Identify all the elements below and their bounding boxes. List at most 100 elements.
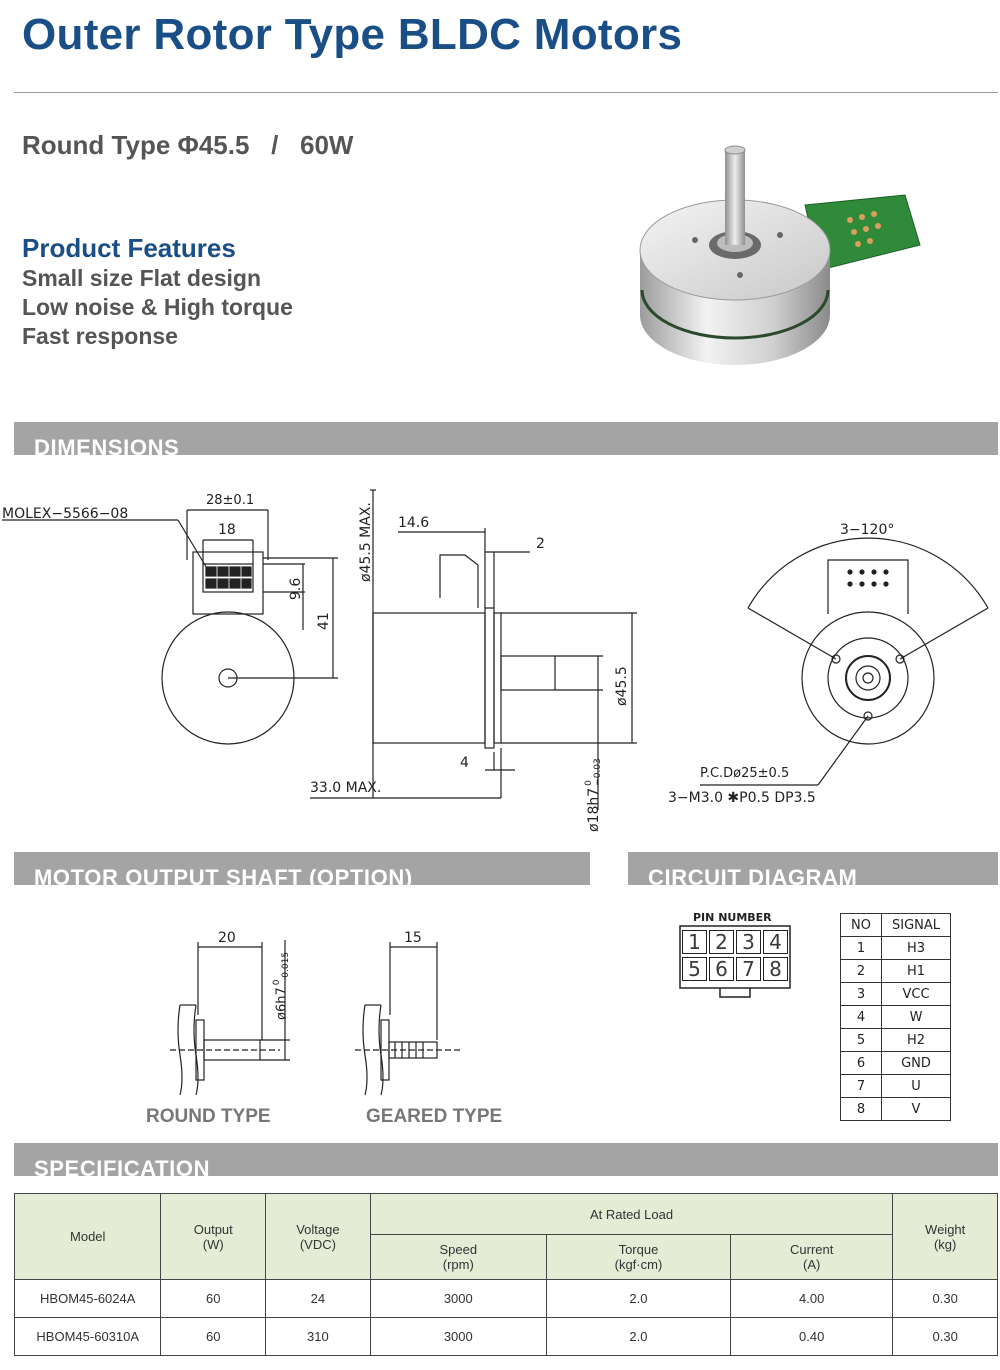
pin-number-label: PIN NUMBER [693, 911, 772, 924]
title-divider [14, 92, 998, 93]
page-title: Outer Rotor Type BLDC Motors [22, 10, 683, 59]
header-output: Output(W) [160, 1193, 267, 1280]
geared-shaft-length: 15 [404, 930, 422, 946]
table-row: HBOM45-60310A 60 310 3000 2.0 0.40 0.30 [13, 1317, 998, 1356]
pin-signal: H1 [881, 959, 951, 983]
current-cell: 4.00 [730, 1279, 894, 1318]
dim-4: 4 [460, 755, 469, 771]
current-cell: 0.40 [730, 1317, 894, 1356]
feature-item: Low noise & High torque [22, 294, 293, 320]
pin-signal: H3 [881, 936, 951, 960]
header-weight: Weight(kg) [892, 1193, 998, 1280]
dim-height-41: 41 [316, 612, 332, 630]
motor-product-photo [639, 145, 921, 365]
pin-6: 6 [709, 957, 734, 981]
pin-2: 2 [709, 930, 734, 954]
dim-14-6: 14.6 [398, 515, 430, 531]
pin-5: 5 [682, 957, 707, 981]
pin-no: 7 [840, 1074, 882, 1098]
dim-width-28: 28±0.1 [206, 493, 255, 508]
section-band-dimensions: DIMENSIONS [14, 422, 998, 455]
torque-cell: 2.0 [545, 1279, 732, 1318]
dim-height-9-6: 9.6 [288, 577, 304, 600]
torque-cell: 2.0 [545, 1317, 732, 1356]
feature-item: Small size Flat design [22, 265, 262, 291]
dim-length-max: 33.0 MAX. [310, 780, 382, 796]
output-cell: 60 [160, 1317, 267, 1356]
weight-cell: 0.30 [892, 1317, 998, 1356]
spec-table: Model Output(W) Voltage(VDC) At Rated Lo… [13, 1193, 998, 1356]
geared-type-label: GEARED TYPE [366, 1106, 503, 1127]
section-title: DIMENSIONS [34, 435, 180, 455]
pin-signal: W [881, 1005, 951, 1029]
section-band-specification: SPECIFICATION [14, 1143, 998, 1176]
dim-shaft-diameter: ø18h70−0.03 [584, 758, 603, 832]
dim-pcd: P.C.Dø25±0.5 [700, 766, 790, 781]
pin-signal: V [881, 1097, 951, 1121]
pin-no: 3 [840, 982, 882, 1006]
dim-angle: 3−120° [840, 522, 895, 538]
dim-width-18: 18 [218, 522, 236, 538]
section-band-circuit: CIRCUIT DIAGRAM [628, 852, 998, 885]
signal-table-header: NO SIGNAL [840, 913, 951, 937]
section-title: MOTOR OUTPUT SHAFT (OPTION) [34, 865, 413, 885]
header-rated-load: At Rated Load [369, 1193, 894, 1235]
section-title: SPECIFICATION [34, 1156, 211, 1176]
pin-3: 3 [736, 930, 761, 954]
pin-1: 1 [682, 930, 707, 954]
section-band-output-shaft: MOTOR OUTPUT SHAFT (OPTION) [14, 852, 590, 885]
feature-item: Fast response [22, 323, 178, 349]
section-title: CIRCUIT DIAGRAM [648, 865, 858, 885]
pin-no: 6 [840, 1051, 882, 1075]
pin-no: 1 [840, 936, 882, 960]
features-heading: Product Features [22, 233, 236, 263]
connector-label: MOLEX−5566−08 [2, 506, 129, 522]
model-cell: HBOM45-60310A [13, 1317, 162, 1356]
round-shaft-diameter: ø6h70−0.015 [272, 951, 291, 1020]
table-row: HBOM45-6024A 60 24 3000 2.0 4.00 0.30 [13, 1279, 998, 1318]
pin-4: 4 [763, 930, 788, 954]
pin-no: 2 [840, 959, 882, 983]
pin-signal: U [881, 1074, 951, 1098]
pin-no: 4 [840, 1005, 882, 1029]
round-type-label: ROUND TYPE [146, 1106, 271, 1127]
voltage-cell: 24 [265, 1279, 371, 1318]
dim-diameter-45-5: ø45.5 [614, 666, 630, 706]
model-cell: HBOM45-6024A [13, 1279, 162, 1318]
pin-connector-outline [679, 925, 791, 998]
dim-mount-holes: 3−M3.0 ✱P0.5 DP3.5 [668, 790, 816, 806]
weight-cell: 0.30 [892, 1279, 998, 1318]
header-signal: SIGNAL [881, 913, 951, 937]
dim-diameter-max: ø45.5 MAX. [358, 502, 374, 582]
voltage-cell: 310 [265, 1317, 371, 1356]
round-shaft-length: 20 [218, 930, 236, 946]
dim-2: 2 [536, 536, 545, 552]
pin-signal: H2 [881, 1028, 951, 1052]
output-shaft-drawing [170, 940, 460, 1096]
speed-cell: 3000 [369, 1317, 547, 1356]
header-speed: Speed(rpm) [369, 1234, 547, 1280]
pin-7: 7 [736, 957, 761, 981]
speed-cell: 3000 [369, 1279, 547, 1318]
header-voltage: Voltage(VDC) [265, 1193, 371, 1280]
pin-signal: VCC [881, 982, 951, 1006]
header-current: Current(A) [730, 1234, 894, 1280]
pin-no: 8 [840, 1097, 882, 1121]
header-torque: Torque(kgf·cm) [545, 1234, 732, 1280]
pin-8: 8 [763, 957, 788, 981]
output-cell: 60 [160, 1279, 267, 1318]
pin-no: 5 [840, 1028, 882, 1052]
header-no: NO [840, 913, 882, 937]
pin-grid: 1 2 3 4 5 6 7 8 [682, 930, 788, 981]
spec-header-row: Model Output(W) Voltage(VDC) At Rated Lo… [13, 1193, 998, 1280]
product-subtitle: Round Type Φ45.5 / 60W [22, 130, 354, 160]
